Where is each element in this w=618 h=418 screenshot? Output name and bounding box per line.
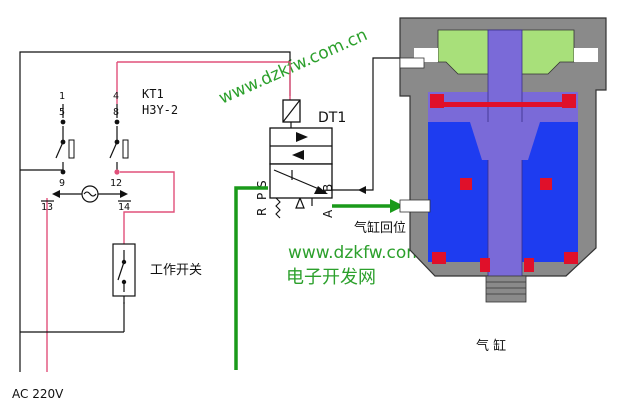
relay-kt1: 1 5 9 4 8 12 13 14 KT1 H3Y-2: [41, 62, 178, 213]
relay-contact-right: [109, 62, 129, 175]
watermark-top: www.dzkfw.com.cn: [216, 25, 371, 109]
solenoid-valve-dt1: DT1 S B R P A: [255, 99, 355, 219]
relay-model: H3Y-2: [142, 103, 178, 117]
port-a: A: [321, 209, 335, 218]
power-label: AC 220V: [12, 387, 64, 401]
pin-14: 14: [118, 202, 130, 213]
cylinder-label: 气 缸: [476, 338, 506, 354]
watermark-cn: 电子开发网: [286, 267, 376, 288]
pin-12: 12: [110, 178, 122, 189]
pin-5: 5: [59, 107, 65, 118]
pin-4: 4: [113, 91, 119, 102]
relay-contact-left: [55, 104, 75, 175]
cylinder-return-label: 气缸回位: [354, 220, 406, 236]
relay-name: KT1: [142, 87, 164, 101]
port-b: B: [321, 184, 335, 192]
work-switch: 工作开关: [112, 243, 202, 304]
pin-9: 9: [59, 178, 65, 189]
valve-name: DT1: [318, 110, 346, 126]
pin-8: 8: [113, 107, 119, 118]
work-switch-label: 工作开关: [150, 263, 202, 278]
pneumatic-cylinder: [399, 17, 607, 303]
air-supply-line: [234, 186, 404, 370]
pin-13: 13: [41, 202, 53, 213]
control-wiring: [117, 61, 291, 244]
watermark-mid: www.dzkfw.com.cn: [288, 243, 448, 263]
port-s: S: [255, 180, 269, 188]
port-r: R: [255, 208, 269, 216]
port-p: P: [255, 193, 269, 200]
pin-1: 1: [59, 91, 65, 102]
